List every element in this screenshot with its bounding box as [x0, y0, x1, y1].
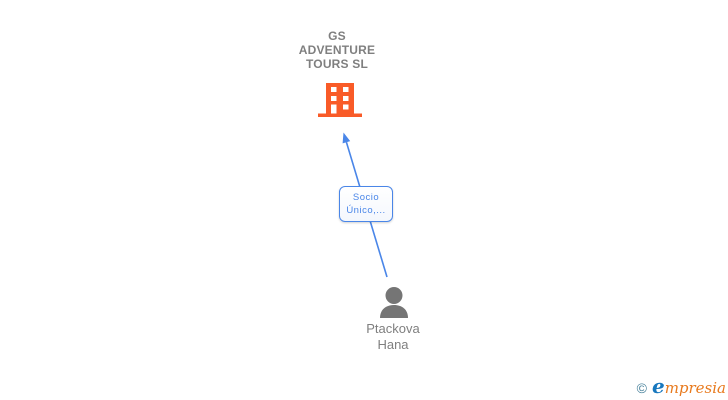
- person-name-line: Hana: [377, 336, 409, 352]
- brand-name: mpresia: [664, 379, 726, 397]
- copyright-icon: ©: [636, 380, 647, 396]
- edge-label-socio-unico[interactable]: Socio Único,...: [339, 186, 393, 222]
- company-name-line: GS: [328, 29, 346, 43]
- empresia-watermark: © e mpresia: [637, 374, 726, 398]
- person-node[interactable]: Ptackova Hana: [293, 321, 493, 352]
- person-name-line: Ptackova: [366, 321, 420, 336]
- edge-label-line: Socio: [352, 192, 380, 203]
- person-icon[interactable]: [380, 287, 408, 318]
- brand-initial: e: [651, 374, 665, 398]
- company-building-icon[interactable]: [318, 83, 362, 117]
- edge-label-line: Único,...: [346, 205, 386, 216]
- company-name-line: TOURS SL: [305, 57, 369, 71]
- company-node[interactable]: GS ADVENTURE TOURS SL: [237, 29, 437, 71]
- company-name-line: ADVENTURE: [298, 43, 376, 57]
